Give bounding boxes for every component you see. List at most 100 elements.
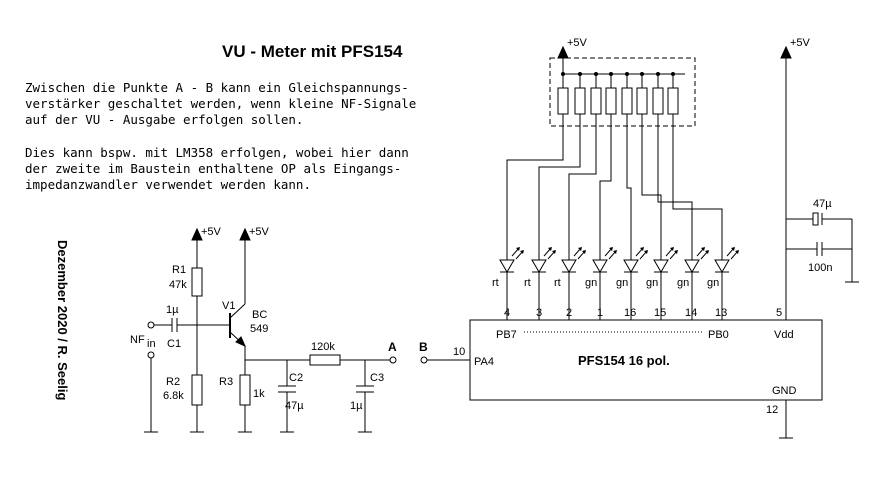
transistor-v1-arrow [235, 336, 246, 347]
network-resistor [621, 87, 633, 115]
note-line: der zweite im Baustein enthaltene OP als… [25, 161, 402, 176]
chip-name: PFS154 16 pol. [578, 353, 670, 368]
input-terminal-top [147, 321, 155, 329]
led-diode [592, 259, 608, 273]
capacitor-47u-body [812, 212, 819, 226]
led-ray-tip [609, 247, 613, 251]
led-wire [641, 114, 662, 260]
junction-dot [625, 72, 629, 76]
chip-pin-12-number: 12 [766, 404, 778, 416]
led-wire [568, 114, 597, 260]
author-credit: Dezember 2020 / R. Seelig [55, 240, 70, 401]
r2-value: 6.8k [163, 390, 184, 402]
led-color-label: gn [707, 277, 719, 289]
v1-part: 549 [250, 323, 268, 335]
resistor-r1 [191, 267, 203, 297]
resistor-network-outline [549, 57, 696, 127]
led-ray-tip [670, 247, 674, 251]
network-resistor [590, 87, 602, 115]
resistor-120k-value: 120k [311, 341, 335, 353]
filter-cap-100n-value: 100n [808, 262, 832, 274]
c2-name: C2 [289, 372, 303, 384]
supply-label: +5V [790, 37, 811, 49]
chip-pin-pa4-label: PA4 [474, 356, 494, 368]
network-resistor [605, 87, 617, 115]
chip-pin-gnd-label: GND [772, 385, 797, 397]
network-resistor [574, 87, 586, 115]
led-wire [506, 114, 564, 260]
note-line: Zwischen die Punkte A - B kann ein Gleic… [25, 80, 409, 95]
point-b-terminal [420, 356, 428, 364]
note-line: impedanzwandler verwendet werden kann. [25, 177, 311, 192]
supply-label: +5V [567, 37, 588, 49]
resistor-r3 [239, 374, 251, 406]
led-pin-number: 4 [504, 307, 510, 319]
led-color-label: gn [616, 277, 628, 289]
led-diode [531, 259, 547, 273]
led-wire [538, 114, 581, 260]
led-ray-tip [516, 247, 520, 251]
chip-pin-10-number: 10 [453, 346, 465, 358]
v1-type: BC [252, 309, 267, 321]
led-ray-tip [640, 247, 644, 251]
led-pin-number: 15 [654, 307, 666, 319]
r1-value: 47k [169, 279, 187, 291]
led-diode [561, 259, 577, 273]
junction-dot [671, 72, 675, 76]
led-pin-number: 13 [715, 307, 727, 319]
led-diode [623, 259, 639, 273]
supply-label: +5V [249, 226, 270, 238]
led-ray-tip [674, 250, 678, 254]
led-ray-tip [548, 247, 552, 251]
c1-name: C1 [167, 338, 181, 350]
input-terminal-bottom [147, 351, 155, 359]
led-ray-tip [701, 247, 705, 251]
junction-dot [594, 72, 598, 76]
led-ray-tip [613, 250, 617, 254]
junction-dot [656, 72, 660, 76]
resistor-r2 [191, 374, 203, 406]
junction-dot [609, 72, 613, 76]
supply-label: +5V [201, 226, 222, 238]
junction-dot [561, 72, 565, 76]
chip-pfs154 [469, 319, 823, 401]
led-ray-tip [705, 250, 709, 254]
led-diode [653, 259, 669, 273]
note-line: auf der VU - Ausgabe erfolgen sollen. [25, 112, 304, 127]
led-pin-number: 1 [597, 307, 603, 319]
led-ray-tip [578, 247, 582, 251]
led-pin-number: 2 [566, 307, 572, 319]
point-b-label: B [419, 340, 428, 354]
led-pin-number: 16 [624, 307, 636, 319]
led-color-label: gn [646, 277, 658, 289]
led-color-label: rt [554, 277, 561, 289]
point-a-label: A [388, 340, 397, 354]
led-diode [684, 259, 700, 273]
transistor-v1-collector [229, 303, 246, 319]
chip-pin-pb7-label: PB7 [496, 329, 517, 341]
r2-name: R2 [166, 376, 180, 388]
v1-name: V1 [222, 300, 235, 312]
c2-value: 47µ [285, 400, 304, 412]
led-diode [499, 259, 515, 273]
chip-pin-5-number: 5 [776, 307, 782, 319]
network-resistor [557, 87, 569, 115]
led-ray-tip [731, 247, 735, 251]
led-wire [599, 114, 612, 260]
c3-name: C3 [370, 372, 384, 384]
led-color-label: gn [585, 277, 597, 289]
led-color-label: gn [677, 277, 689, 289]
note-line: Dies kann bspw. mit LM358 erfolgen, wobe… [25, 145, 409, 160]
supply-arrow-r1 [191, 227, 203, 241]
led-diode [714, 259, 730, 273]
led-wire [657, 114, 693, 260]
led-pin-number: 3 [536, 307, 542, 319]
input-label: NF [130, 334, 145, 346]
chip-pin-vdd-label: Vdd [774, 329, 794, 341]
led-ray-tip [520, 250, 524, 254]
supply-arrow-vdd [780, 45, 792, 59]
input-label-subscript: in [147, 338, 156, 350]
chip-pin-pb0-label: PB0 [708, 329, 729, 341]
